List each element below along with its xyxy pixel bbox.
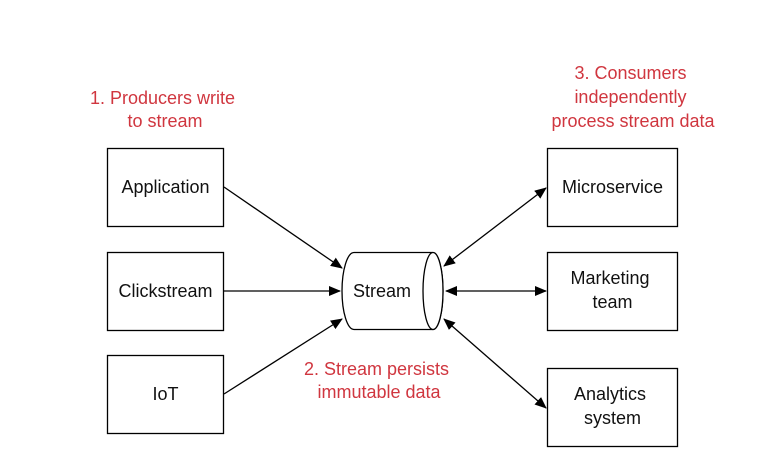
consumer-box [546,251,679,332]
producer-clickstream: Clickstream [106,251,225,332]
edge-iot-to-stream [223,318,343,395]
edges [223,186,547,409]
producer-box [106,251,225,332]
producer-box [106,147,225,228]
producer-iot: IoT [106,354,225,435]
consumer-label-line: Marketing [570,268,649,288]
consumers-annotation-line: independently [574,87,686,107]
consumer-label-line: Analytics [574,384,646,404]
consumer-label-line: team [592,292,632,312]
edge-stream-microservice [443,187,547,267]
producer-application: Application [106,147,225,228]
consumer-microservice: Microservice [546,147,679,228]
producer-label: IoT [152,384,178,404]
consumer-box [546,367,679,448]
producer-box [106,354,225,435]
consumer-label-line: system [584,408,641,428]
stream-annotation-line: immutable data [317,382,441,402]
edge-application-to-stream [223,186,343,269]
consumer-analytics-system: Analytics system [546,367,679,448]
consumer-label: Analytics system [574,384,651,428]
stream-cylinder-end [422,251,444,331]
producers-annotation-line: to stream [127,111,202,131]
consumer-box [546,147,679,228]
consumer-label: Marketing team [570,268,654,312]
consumer-label: Microservice [562,177,663,197]
producer-label: Application [121,177,209,197]
stream-annotation: 2. Stream persists immutable data [304,359,454,402]
consumers-annotation-line: 3. Consumers [574,63,686,83]
edge-stream-analytics-system [443,318,547,409]
producers-annotation-line: 1. Producers write [90,88,235,108]
stream-cylinder: Stream [341,251,444,331]
producer-label: Clickstream [118,281,212,301]
consumers-annotation: 3. Consumers independently process strea… [551,63,715,131]
consumers-annotation-line: process stream data [551,111,715,131]
consumer-marketing-team: Marketing team [546,251,679,332]
producers-annotation: 1. Producers write to stream [90,88,240,131]
stream-annotation-line: 2. Stream persists [304,359,449,379]
stream-label: Stream [353,281,411,301]
